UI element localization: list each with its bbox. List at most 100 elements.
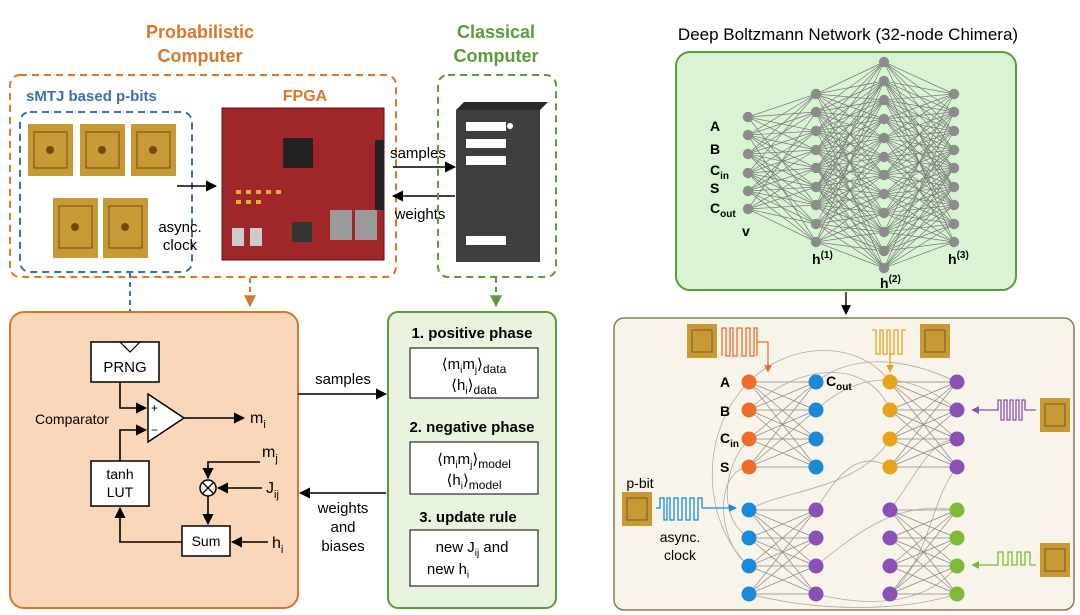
h-i-input-label: hi	[272, 535, 283, 556]
chimera-node	[808, 402, 824, 418]
dbn-edge	[883, 231, 955, 243]
async-label-2: clock	[163, 237, 198, 254]
dbn-node	[878, 56, 890, 68]
dbn-node	[878, 113, 890, 125]
dbn-edge	[815, 61, 885, 151]
dbn-node	[878, 151, 890, 163]
dbn-edge	[883, 167, 955, 269]
chimera-node	[882, 502, 898, 518]
chimera-edge	[889, 438, 958, 468]
chimera-node	[808, 530, 824, 546]
dbn-edge	[815, 80, 885, 169]
chimera-node	[741, 530, 757, 546]
chimera-edge	[748, 381, 817, 468]
dbn-edge	[815, 223, 885, 252]
chimera-node	[949, 530, 965, 546]
dbn-node	[810, 106, 822, 118]
chimera-node	[949, 586, 965, 602]
dbn-edge	[883, 167, 955, 176]
dbn-label-b: B	[710, 141, 720, 157]
dbn-edge	[815, 61, 885, 132]
dbn-node	[878, 169, 890, 181]
m-i-output-label: mi	[250, 410, 266, 431]
sum-label: Sum	[192, 533, 221, 549]
dbn-edge	[883, 61, 955, 95]
chimera-edge	[889, 509, 958, 539]
chimera-edge	[889, 381, 958, 468]
dbn-edge	[815, 193, 885, 225]
dbn-edge	[883, 80, 955, 169]
chimera-node	[741, 558, 757, 574]
dbn-edge	[747, 186, 817, 210]
dbn-edge	[883, 80, 955, 95]
dbn-edge	[747, 208, 817, 243]
smtj-chip-3	[131, 124, 176, 176]
dbn-node	[810, 144, 822, 156]
chimera-long-edge	[711, 381, 750, 567]
classical-computer-title-1: Classical	[457, 22, 535, 42]
dbn-edge	[815, 193, 885, 243]
smtj-chip-2	[80, 124, 125, 176]
comparator-label: Comparator	[35, 411, 109, 427]
samples-mid-label: samples	[315, 371, 371, 388]
chimera-node	[949, 402, 965, 418]
comparator-plus: +	[151, 401, 158, 415]
chimera-node	[808, 558, 824, 574]
update-j-term: new Jij and	[436, 539, 509, 559]
chimera-edge	[748, 509, 817, 567]
smtj-label: sMTJ based p-bits	[26, 88, 157, 105]
dbn-edge	[883, 223, 955, 269]
chimera-node	[741, 374, 757, 390]
prng-label: PRNG	[103, 359, 146, 376]
dbn-edge	[883, 167, 955, 252]
dbn-edge	[883, 93, 955, 176]
negative-phase-title: 2. negative phase	[409, 419, 534, 436]
dbn-edge	[747, 149, 817, 174]
chimera-edge	[748, 509, 817, 595]
chimera-label-cout: Cout	[826, 373, 852, 393]
chimera-node	[882, 374, 898, 390]
dbn-label-cin: Cin	[710, 162, 729, 182]
dbn-edge	[883, 204, 955, 269]
dbn-edge	[815, 149, 885, 233]
dbn-edge	[815, 61, 885, 113]
dbn-edge	[747, 172, 817, 225]
async-label-1: async.	[158, 219, 201, 236]
dbn-edge	[883, 93, 955, 120]
chimera-label-b: B	[720, 403, 730, 419]
smtj-chip-4	[53, 198, 98, 258]
dbn-edge	[815, 61, 885, 206]
p-bit-wiring	[114, 382, 268, 548]
dbn-node	[742, 129, 754, 141]
dbn-node	[878, 226, 890, 238]
fpga-label: FPGA	[283, 88, 328, 105]
prob-computer-box	[9, 74, 397, 278]
server-tower-icon	[456, 102, 548, 262]
chimera-edge	[748, 537, 817, 595]
dbn-node	[810, 125, 822, 137]
dbn-node	[948, 106, 960, 118]
weights-mid-label-1: weights	[317, 500, 369, 517]
dbn-edge	[815, 156, 885, 206]
dbn-edge	[747, 93, 817, 174]
dbn-edge	[883, 99, 955, 113]
dbn-edge	[815, 212, 885, 243]
chimera-node	[808, 374, 824, 390]
dbn-edge	[815, 156, 885, 188]
prob-computer-title-2: Computer	[158, 46, 243, 66]
classical-computer-title-2: Computer	[454, 46, 539, 66]
dbn-edge	[815, 186, 885, 252]
dbn-edge	[747, 134, 817, 169]
dbn-edge	[747, 93, 817, 136]
chimera-node	[882, 431, 898, 447]
dbn-edge	[747, 204, 817, 210]
chimera-edge	[748, 509, 817, 539]
tanh-lut-block	[90, 460, 150, 507]
telegraph-signal-purple	[996, 399, 1036, 421]
chimera-node	[882, 586, 898, 602]
dbn-edge	[883, 93, 955, 233]
chimera-label-cin: Cin	[720, 430, 739, 450]
weights-top-label: weights	[394, 206, 446, 223]
dbn-node	[742, 167, 754, 179]
chimera-edge	[889, 381, 958, 411]
